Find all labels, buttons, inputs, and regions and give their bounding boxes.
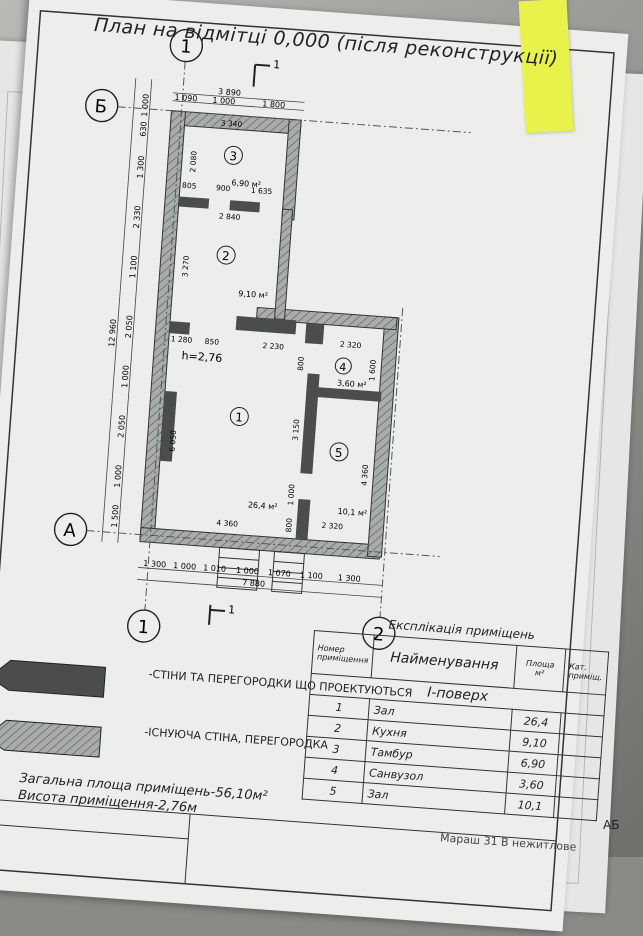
- room-1-area: 26,4 м²: [248, 500, 278, 511]
- new-walls: [159, 196, 382, 540]
- dim-inner-1: 3 340: [220, 118, 242, 129]
- room-2-area: 9,10 м²: [238, 289, 268, 300]
- dim-inner-14: 6 050: [168, 430, 179, 452]
- dim-inner-16: 4 360: [360, 464, 371, 486]
- dim-bottom-6: 1 100: [300, 570, 324, 581]
- dim-inner-6: 2 840: [219, 211, 241, 222]
- legend-swatches: [0, 659, 107, 758]
- dim-inner-17: 1 000: [286, 483, 297, 505]
- dim-inner-19: 4 360: [216, 518, 238, 529]
- dim-left-5: 1 100: [128, 255, 139, 279]
- dim-bottom-3: 1 010: [203, 563, 227, 574]
- dim-inner-20: 2 320: [321, 521, 343, 532]
- explication-table: Експлікація приміщень Номер приміщення Н…: [302, 617, 610, 821]
- section-marks: [207, 63, 271, 625]
- axis-a-bubble: [53, 512, 88, 547]
- axis-1-bottom-bubble: [127, 609, 161, 643]
- dim-left-9: 1 000: [113, 465, 124, 489]
- axis-b-bubble: [85, 88, 119, 123]
- dim-inner-11: 2 320: [340, 340, 362, 351]
- axis-b-label: Б: [94, 96, 108, 118]
- dim-left-3: 1 300: [135, 155, 146, 179]
- dim-top-total: 3 890: [218, 87, 242, 98]
- axis-2-bubble: [362, 616, 396, 650]
- row-number: 5: [302, 778, 364, 804]
- axis-bubbles: 1 1 2 Б А: [53, 28, 396, 650]
- dim-top-2: 1 000: [212, 96, 236, 107]
- dim-left-8: 2 050: [116, 415, 127, 439]
- section-mark-top: 1: [273, 58, 281, 71]
- room-3-number: 3: [229, 149, 238, 164]
- title-block: [0, 798, 557, 884]
- dim-left-total: 12 960: [107, 319, 118, 348]
- dim-inner-5: 1 635: [251, 186, 273, 197]
- section-mark-bottom: 1: [228, 603, 236, 616]
- row-area: 10,1: [504, 793, 556, 818]
- entrance-steps: [216, 546, 305, 595]
- room-5-number: 5: [334, 446, 343, 461]
- col-number-header: Номер приміщення: [311, 630, 375, 678]
- room-markers: 3 6,90 м² 2 9,10 м² h=2,76 1 26,4 м² 4 3…: [181, 145, 367, 518]
- drawing-sheet: 1 1 2 Б А 1 1 3 890: [0, 0, 629, 932]
- legend-new-wall-swatch: [0, 659, 107, 698]
- room-1-number: 1: [235, 410, 244, 425]
- room-2-number: 2: [222, 249, 231, 264]
- dim-bottom-total: 7 880: [242, 578, 266, 589]
- axis-1-top-bubble: [169, 28, 204, 63]
- stamp-code: АБ: [603, 818, 620, 832]
- dim-inner-15: 3 150: [291, 419, 302, 441]
- dim-left-1: 1 000: [140, 94, 151, 118]
- left-dimensions: 1 000 630 1 300 2 330 1 100 2 050 1 000 …: [107, 94, 151, 528]
- dim-inner-3: 805: [182, 181, 197, 191]
- floor-plan-drawing: 1 1 2 Б А 1 1 3 890: [0, 10, 615, 912]
- dim-top-3: 1 800: [262, 99, 286, 110]
- dim-top-1: 1 090: [174, 93, 198, 104]
- dim-inner-2: 2 080: [188, 150, 199, 172]
- dim-inner-4: 900: [216, 183, 231, 193]
- dim-inner-7: 3 270: [180, 255, 191, 277]
- dimension-lines: [101, 77, 383, 598]
- axis-1-bottom-label: 1: [137, 617, 150, 639]
- dim-left-2: 630: [139, 121, 149, 137]
- dim-inner-8: 1 280: [171, 334, 193, 345]
- dim-left-4: 2 330: [132, 205, 143, 229]
- dim-bottom-5: 1 070: [268, 568, 292, 579]
- col-category-header: Кат. приміщ.: [562, 649, 609, 696]
- dim-inner-18: 800: [284, 518, 294, 533]
- dim-inner-13: 1 600: [367, 359, 378, 381]
- axis-a-label: А: [63, 520, 78, 542]
- legend: -СТІНИ ТА ПЕРЕГОРОДКИ ЩО ПРОЕКТУЮТЬСЯ -І…: [11, 650, 413, 790]
- dim-bottom-1: 1 300: [143, 559, 167, 570]
- row-category: [553, 796, 598, 821]
- dim-left-6: 2 050: [124, 315, 135, 339]
- axis-1-top-label: 1: [179, 36, 192, 58]
- axis-lines: [70, 61, 471, 628]
- dim-bottom-7: 1 300: [337, 573, 361, 584]
- dim-bottom-2: 1 000: [173, 561, 197, 572]
- room-height: h=2,76: [181, 349, 223, 365]
- dim-left-10: 1 500: [110, 504, 121, 528]
- col-area-header: Площа м²: [513, 645, 566, 692]
- dim-inner-12: 800: [296, 356, 306, 371]
- axis-2-label: 2: [372, 624, 385, 646]
- dim-left-7: 1 000: [120, 365, 131, 389]
- room-4-area: 3,60 м²: [337, 379, 367, 390]
- room-3-area: 6,90 м²: [231, 178, 261, 189]
- inner-dimensions: 3 340 2 080 805 900 1 635 2 840 3 270 1 …: [168, 118, 378, 533]
- legend-existing-wall-swatch: [0, 719, 102, 758]
- dim-inner-9: 850: [204, 337, 219, 347]
- dim-bottom-4: 1 000: [236, 566, 260, 577]
- room-5-area: 10,1 м²: [337, 507, 367, 518]
- bottom-dimensions: 1 300 1 000 1 010 1 000 1 070 1 100 1 30…: [143, 559, 361, 589]
- room-4-number: 4: [339, 361, 347, 374]
- dim-inner-10: 2 230: [262, 341, 284, 352]
